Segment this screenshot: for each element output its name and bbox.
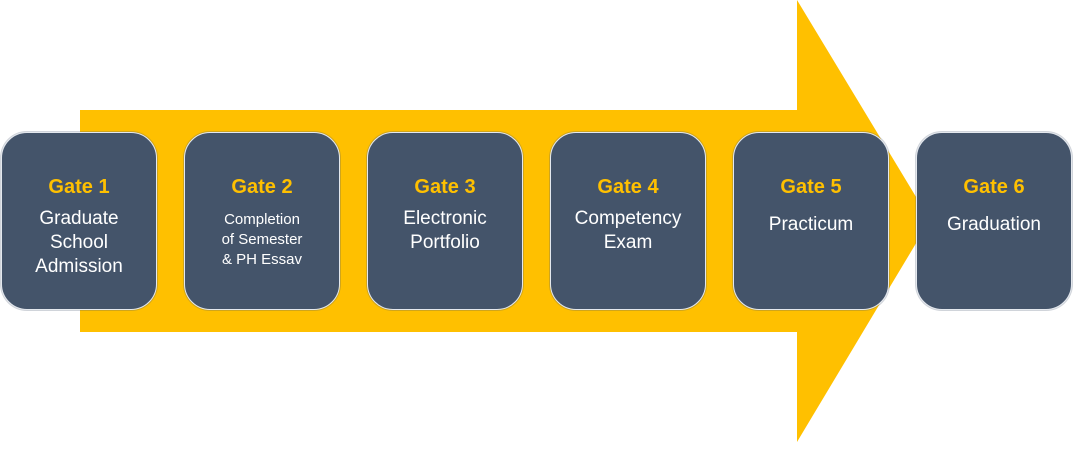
gate-4-title: Gate 4 bbox=[597, 176, 659, 198]
gate-3-title: Gate 3 bbox=[414, 176, 476, 198]
gate-4-box: Gate 4 Competency Exam bbox=[550, 132, 706, 310]
gate-1-box: Gate 1 Graduate School Admission bbox=[1, 132, 157, 310]
gate-1-description: Graduate School Admission bbox=[35, 208, 123, 277]
gate-2-description: Completion of Semester & PH Essav bbox=[221, 211, 303, 268]
gate-2-box: Gate 2 Completion of Semester & PH Essav bbox=[184, 132, 340, 310]
gate-5-box: Gate 5 Practicum bbox=[733, 132, 889, 310]
gate-4-description: Competency Exam bbox=[574, 208, 682, 253]
gate-6-box: Gate 6 Graduation bbox=[916, 132, 1072, 310]
gate-5-title: Gate 5 bbox=[780, 176, 842, 198]
gate-3-box: Gate 3 Electronic Portfolio bbox=[367, 132, 523, 310]
gate-3-description: Electronic Portfolio bbox=[403, 208, 487, 253]
gate-6-title: Gate 6 bbox=[963, 176, 1025, 198]
gate-5-description: Practicum bbox=[768, 214, 854, 235]
gate-1-title: Gate 1 bbox=[48, 176, 110, 198]
gate-2-title: Gate 2 bbox=[231, 176, 293, 198]
gate-6-description: Graduation bbox=[946, 214, 1041, 235]
